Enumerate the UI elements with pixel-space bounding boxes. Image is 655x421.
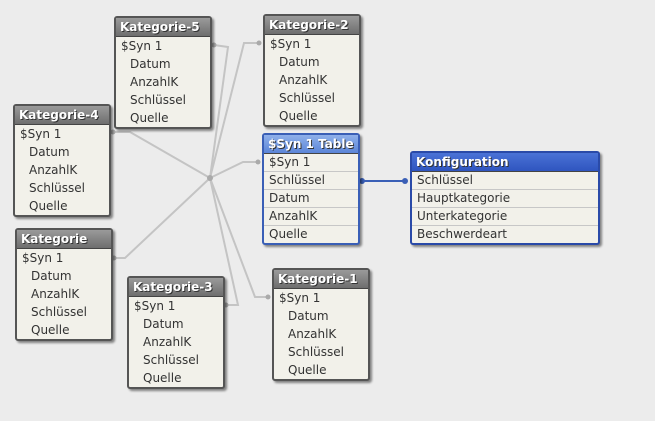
table-kategorie-4[interactable]: Kategorie-4 $Syn 1 Datum AnzahlK Schlüss… bbox=[13, 104, 111, 217]
field[interactable]: $Syn 1 bbox=[20, 127, 62, 141]
field[interactable]: Datum bbox=[288, 309, 329, 323]
field[interactable]: AnzahlK bbox=[264, 208, 358, 226]
table-title: Kategorie-1 bbox=[274, 270, 368, 289]
field[interactable]: Datum bbox=[264, 190, 358, 208]
table-title: Kategorie-3 bbox=[129, 278, 223, 297]
field[interactable]: Datum bbox=[130, 57, 171, 71]
table-title: Kategorie-4 bbox=[15, 106, 109, 125]
field[interactable]: Datum bbox=[29, 145, 70, 159]
table-kategorie-1[interactable]: Kategorie-1 $Syn 1 Datum AnzahlK Schlüss… bbox=[272, 268, 370, 381]
field[interactable]: $Syn 1 bbox=[264, 154, 358, 172]
field[interactable]: $Syn 1 bbox=[270, 37, 312, 51]
field[interactable]: Schlüssel bbox=[31, 305, 87, 319]
table-kategorie-5[interactable]: Kategorie-5 $Syn 1 Datum AnzahlK Schlüss… bbox=[114, 16, 212, 129]
table-title: Konfiguration bbox=[412, 153, 598, 172]
table-title: Kategorie-5 bbox=[116, 18, 210, 37]
table-konfiguration[interactable]: Konfiguration Schlüssel Hauptkategorie U… bbox=[410, 151, 600, 245]
field[interactable]: Beschwerdeart bbox=[417, 227, 507, 241]
field[interactable]: Datum bbox=[279, 55, 320, 69]
field[interactable]: AnzahlK bbox=[143, 335, 192, 349]
field[interactable]: Quelle bbox=[31, 323, 70, 337]
field[interactable]: Unterkategorie bbox=[412, 208, 598, 226]
field[interactable]: Schlüssel bbox=[143, 353, 199, 367]
field[interactable]: Quelle bbox=[279, 109, 318, 123]
link-kategorie-3 bbox=[209, 177, 240, 306]
field[interactable]: Hauptkategorie bbox=[412, 190, 598, 208]
field[interactable]: AnzahlK bbox=[130, 75, 179, 89]
field[interactable]: Schlüssel bbox=[279, 91, 335, 105]
table-kategorie[interactable]: Kategorie $Syn 1 Datum AnzahlK Schlüssel… bbox=[15, 228, 113, 341]
table-syn-1[interactable]: $Syn 1 Table $Syn 1 Schlüssel Datum Anza… bbox=[262, 133, 360, 245]
table-title: Kategorie-2 bbox=[265, 16, 359, 35]
field[interactable]: AnzahlK bbox=[29, 163, 78, 177]
link-kategorie-1 bbox=[209, 177, 268, 298]
field[interactable]: $Syn 1 bbox=[134, 299, 176, 313]
field[interactable]: $Syn 1 bbox=[121, 39, 163, 53]
field[interactable]: AnzahlK bbox=[31, 287, 80, 301]
link-kategorie bbox=[114, 177, 211, 259]
field[interactable]: Quelle bbox=[269, 227, 308, 241]
field[interactable]: Quelle bbox=[143, 371, 182, 385]
field[interactable]: $Syn 1 bbox=[279, 291, 321, 305]
field[interactable]: Schlüssel bbox=[288, 345, 344, 359]
field[interactable]: Quelle bbox=[29, 199, 68, 213]
link-syn-table bbox=[209, 161, 258, 179]
field[interactable]: AnzahlK bbox=[288, 327, 337, 341]
field[interactable]: Datum bbox=[31, 269, 72, 283]
field[interactable]: Quelle bbox=[288, 363, 327, 377]
field[interactable]: Datum bbox=[143, 317, 184, 331]
field[interactable]: $Syn 1 bbox=[22, 251, 64, 265]
field[interactable]: Schlüssel bbox=[130, 93, 186, 107]
field[interactable]: Quelle bbox=[130, 111, 169, 125]
field[interactable]: AnzahlK bbox=[279, 73, 328, 87]
link-kategorie-2 bbox=[209, 42, 259, 179]
table-kategorie-2[interactable]: Kategorie-2 $Syn 1 Datum AnzahlK Schlüss… bbox=[263, 14, 361, 127]
field[interactable]: Schlüssel bbox=[412, 172, 598, 190]
table-title: $Syn 1 Table bbox=[264, 135, 358, 154]
link-kategorie-5 bbox=[209, 44, 230, 179]
table-kategorie-3[interactable]: Kategorie-3 $Syn 1 Datum AnzahlK Schlüss… bbox=[127, 276, 225, 389]
link-kategorie-4 bbox=[113, 131, 211, 179]
field[interactable]: Schlüssel bbox=[264, 172, 358, 190]
table-title: Kategorie bbox=[17, 230, 111, 249]
field[interactable]: Schlüssel bbox=[29, 181, 85, 195]
